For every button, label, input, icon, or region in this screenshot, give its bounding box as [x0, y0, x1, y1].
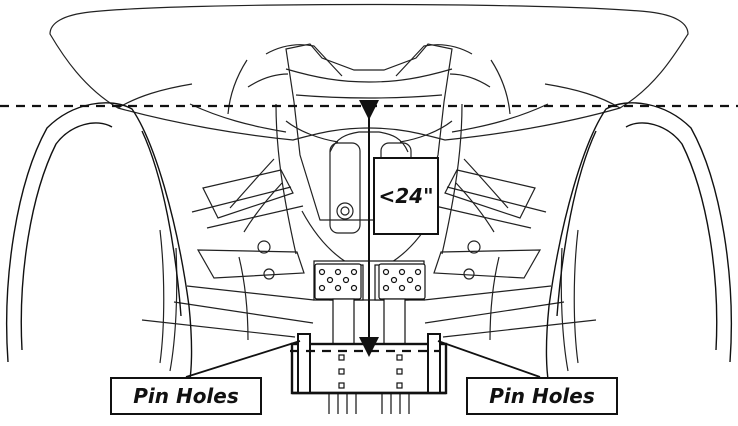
measurement-label: <24"	[373, 157, 439, 235]
right-pin-holes-leader	[437, 340, 541, 378]
left-tire	[6, 102, 193, 391]
right-suspension	[423, 158, 597, 372]
pin-holes-label-right: Pin Holes	[466, 377, 618, 415]
left-hitch-plate	[314, 263, 362, 300]
right-hitch-plate	[378, 263, 426, 300]
hitch-pin-holes	[338, 354, 403, 389]
pin-holes-label-left: Pin Holes	[110, 377, 262, 415]
left-pin-holes-leader	[185, 340, 301, 378]
right-tire	[545, 102, 732, 391]
left-suspension	[141, 158, 315, 372]
